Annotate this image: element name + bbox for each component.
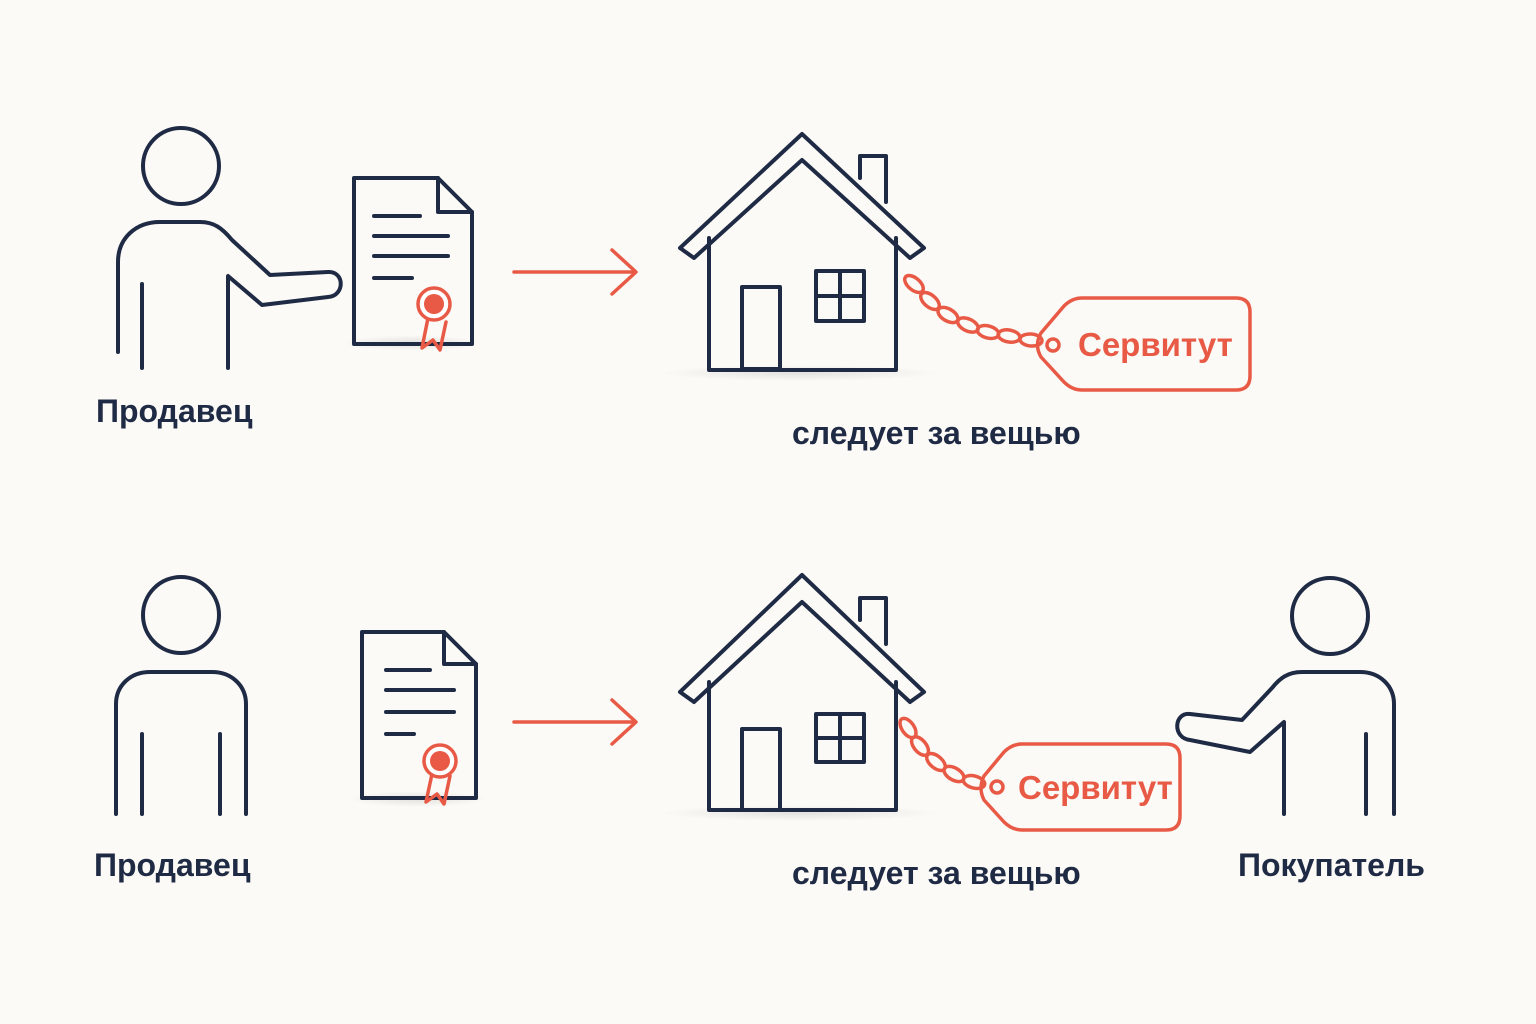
- arrow-right-icon-top: [512, 248, 638, 296]
- servitude-tag-label-top: Сервитут: [1078, 326, 1233, 363]
- tag-icon-bottom: [979, 742, 1182, 832]
- chain-icon-top: [902, 273, 1044, 348]
- seller-person-icon-top: [116, 126, 343, 370]
- chain-icon-bottom: [898, 716, 987, 791]
- buyer-label: Покупатель: [1238, 847, 1425, 883]
- house-icon-bottom: [660, 573, 940, 821]
- seller-person-icon-bottom: [114, 575, 248, 816]
- seal-icon-top: [416, 286, 452, 352]
- buyer-person-icon: [1175, 576, 1396, 816]
- house-caption-top: следует за вещью: [792, 415, 1081, 451]
- servitude-tag-label-bottom: Сервитут: [1018, 769, 1173, 806]
- seller-label-bottom: Продавец: [94, 847, 251, 883]
- house-icon-top: [660, 132, 940, 381]
- seal-icon-bottom: [422, 743, 458, 806]
- tag-icon-top: [1035, 296, 1252, 392]
- house-caption-bottom: следует за вещью: [792, 855, 1081, 891]
- seller-label-top: Продавец: [96, 393, 253, 429]
- arrow-right-icon-bottom: [512, 698, 638, 746]
- document-icon-top: [342, 176, 482, 352]
- document-icon-bottom: [348, 630, 488, 807]
